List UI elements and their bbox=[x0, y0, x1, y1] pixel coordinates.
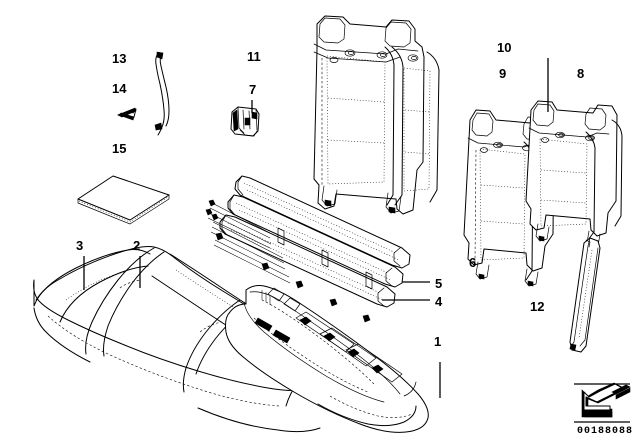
part-seat-frame-1 bbox=[225, 285, 429, 433]
part-side-bolster-12 bbox=[569, 237, 601, 353]
callout-11: 11 bbox=[247, 49, 261, 64]
callout-3: 3 bbox=[76, 238, 84, 253]
callout-10: 10 bbox=[497, 40, 512, 55]
part-hinge-rods-4-5 bbox=[205, 175, 411, 323]
callout-5: 5 bbox=[435, 276, 443, 291]
callout-14: 14 bbox=[112, 81, 127, 96]
callout-12: 12 bbox=[530, 299, 545, 314]
part-small-clip-14 bbox=[117, 107, 137, 121]
catalog-logo-box bbox=[574, 382, 631, 423]
callout-1: 1 bbox=[434, 334, 442, 349]
callout-9: 9 bbox=[499, 66, 507, 81]
part-backrest-right-outer-8 bbox=[525, 100, 623, 249]
callout-2: 2 bbox=[133, 238, 141, 253]
part-flat-pad-15 bbox=[77, 175, 170, 225]
callout-leaders bbox=[83, 58, 549, 398]
part-wire-retainer-13 bbox=[154, 51, 170, 136]
callout-4: 4 bbox=[435, 294, 443, 309]
callout-6: 6 bbox=[469, 255, 477, 270]
part-backrest-centre-11 bbox=[313, 15, 440, 215]
callout-8: 8 bbox=[577, 66, 585, 81]
catalog-number: 00188088 bbox=[577, 426, 634, 437]
callout-13: 13 bbox=[112, 51, 127, 66]
part-retaining-clip-7 bbox=[230, 106, 260, 137]
callout-15: 15 bbox=[112, 141, 127, 156]
callout-7: 7 bbox=[249, 82, 257, 97]
